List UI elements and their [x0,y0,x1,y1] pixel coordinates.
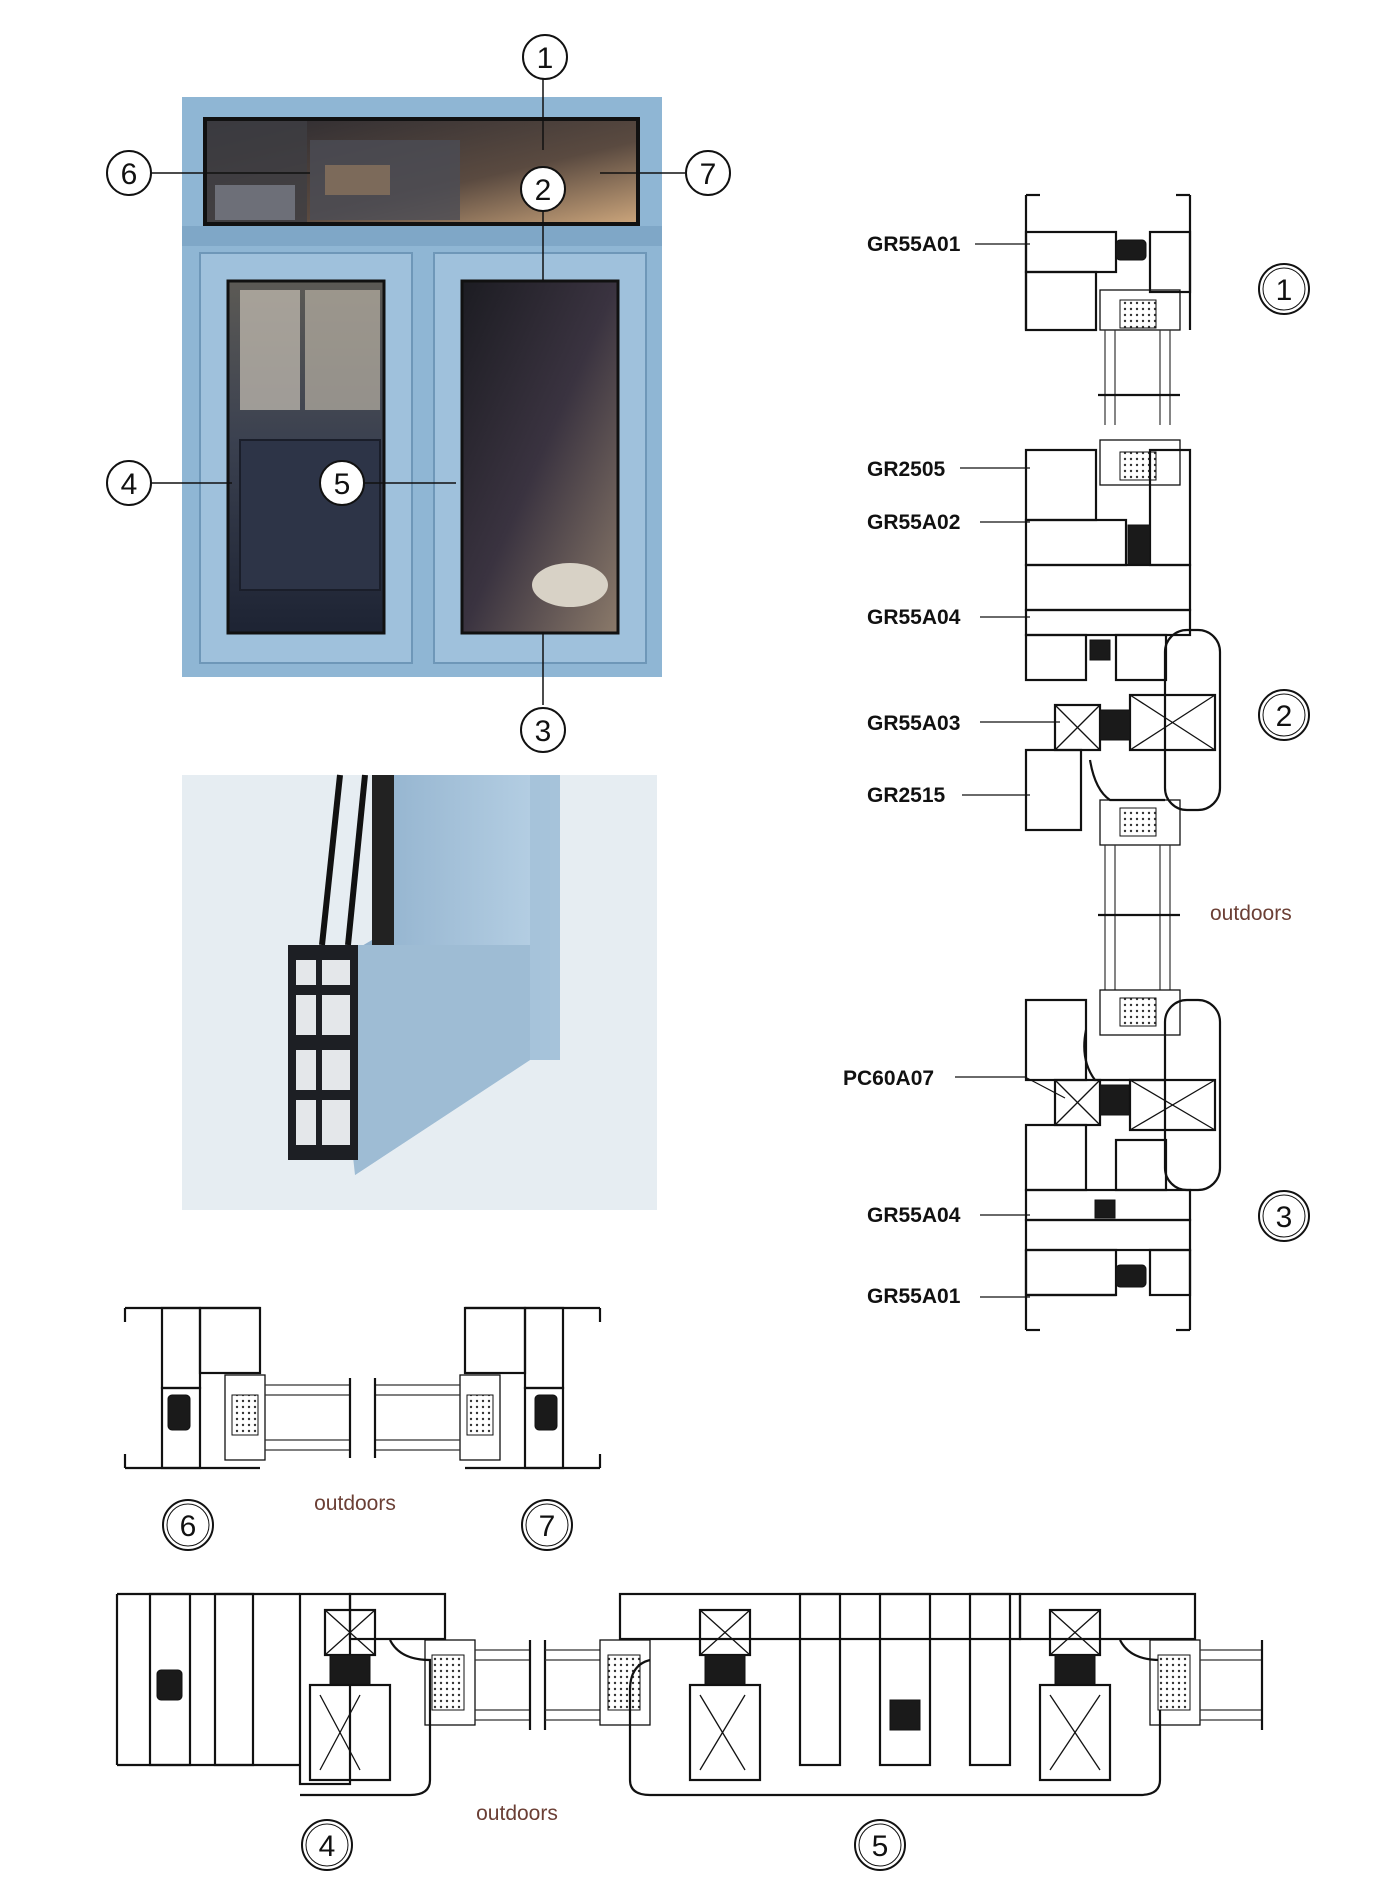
section-number-6: 6 [162,1499,214,1551]
callout-1: 1 [522,34,568,80]
callout-5: 5 [319,460,365,506]
section-2-drawing [1024,628,1222,990]
callout-2: 2 [520,166,566,212]
section-number-1-label: 1 [1276,274,1293,307]
label-bottom-frame: GR55A01 [867,1285,961,1308]
section-number-6-label: 6 [180,1510,197,1543]
profile-photo [182,774,657,1210]
part-code-labels: GR55A01 GR2505 GR55A02 GR55A04 GR55A03 G… [843,233,961,1308]
section-7-drawing [373,1306,602,1470]
section-number-5: 5 [854,1819,906,1871]
transom-section: outdoors 6 7 [123,1306,602,1551]
label-transom-bead: GR2505 [867,458,946,481]
callout-6: 6 [106,150,152,196]
label-transom: GR55A02 [867,511,960,534]
section-number-7-label: 7 [539,1510,556,1543]
section-number-4: 4 [301,1819,353,1871]
photo-callouts: 1 2 3 4 5 6 7 [106,34,731,753]
section-number-5-label: 5 [872,1830,889,1863]
section-5-drawing [543,1592,1264,1797]
window-photo [182,97,662,677]
callout-4: 4 [106,460,152,506]
part-leaders [955,243,1066,1298]
section-number-2-label: 2 [1276,700,1293,733]
callout-3-label: 3 [535,715,552,748]
transom-drawing [1024,439,1192,637]
outdoors-label-transom: outdoors [314,1492,396,1515]
callout-7: 7 [685,150,731,196]
callout-5-label: 5 [334,468,351,501]
outdoors-label-vertical: outdoors [1210,902,1292,925]
callout-7-label: 7 [700,158,717,191]
section-number-4-label: 4 [319,1830,336,1863]
section-3-drawing [1024,989,1222,1252]
label-sash-adapter: GR55A03 [867,712,960,735]
callout-4-label: 4 [121,468,138,501]
callout-1-label: 1 [537,42,554,75]
label-top-frame: GR55A01 [867,233,961,256]
section-number-2: 2 [1258,689,1310,741]
label-sash-frame-top: GR55A04 [867,606,961,629]
vertical-section: GR55A01 GR2505 GR55A02 GR55A04 GR55A03 G… [843,193,1310,1332]
label-sash-bottom: PC60A07 [843,1067,934,1090]
label-sash-frame-bottom: GR55A04 [867,1204,961,1227]
section-number-3-label: 3 [1276,1201,1293,1234]
label-sash: GR2515 [867,784,946,807]
bottom-frame-drawing [1024,1248,1192,1332]
callout-3: 3 [520,707,566,753]
horizontal-section: outdoors 4 5 [115,1592,1264,1871]
section-6-drawing [123,1306,352,1470]
section-1-drawing [1024,193,1192,425]
callout-6-label: 6 [121,158,138,191]
section-number-3: 3 [1258,1190,1310,1242]
outdoors-label-horizontal: outdoors [476,1802,558,1825]
section-4-drawing [115,1592,532,1797]
photo-callout-lines [150,77,685,705]
section-number-7: 7 [521,1499,573,1551]
callout-2-label: 2 [535,174,552,207]
section-number-1: 1 [1258,263,1310,315]
